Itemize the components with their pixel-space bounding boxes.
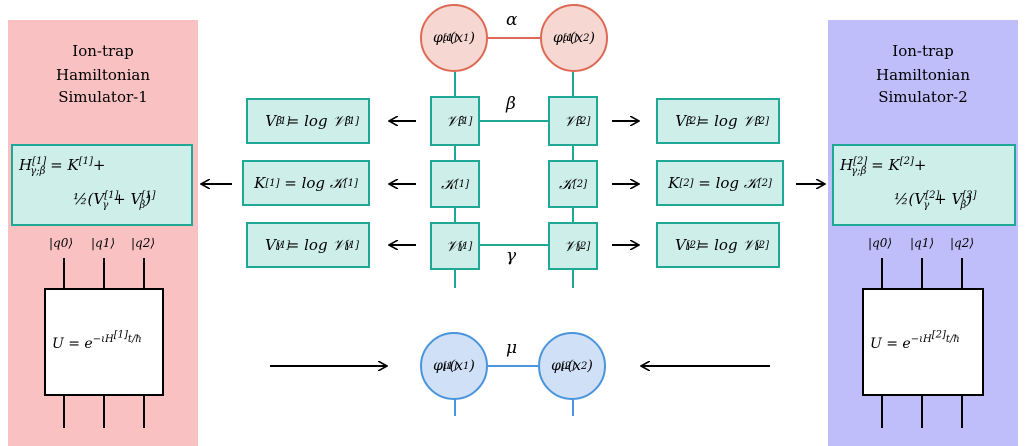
- qubit-label: |q2⟩: [950, 236, 975, 250]
- mu-bond-label: μ: [506, 338, 518, 358]
- tensor-Vgamma-2: 𝒱[2]γ: [548, 222, 598, 270]
- panel-title-line: Ion-trap: [892, 42, 954, 60]
- qubit-label: |q0⟩: [49, 236, 74, 250]
- log-box-Vbeta-2: V[2]β = log 𝒱[2]β: [656, 98, 780, 144]
- tensor-Vbeta-2: 𝒱[2]β: [548, 96, 598, 146]
- unitary-formula-2: U = e−ιH[2]t/ħ: [870, 330, 960, 352]
- gamma-bond-label: γ: [506, 246, 517, 266]
- hamiltonian-1-line1: H[1]γ;β = K[1]+: [19, 156, 106, 177]
- tensor-K-2: 𝒦[2]: [548, 160, 598, 208]
- tensor-Vbeta-1: 𝒱[1]β: [430, 96, 480, 146]
- panel-title-line: Simulator-2: [878, 88, 968, 106]
- unitary-gate-1: U = e−ιH[1]t/ħ: [44, 288, 164, 396]
- hamiltonian-1-line2: ½(V[1]γ + V[1]β): [73, 190, 156, 211]
- hamiltonian-2-line1: H[2]γ;β = K[2]+: [840, 156, 927, 177]
- log-box-K-1: K[1] = log 𝒦[1]: [242, 160, 370, 206]
- beta-bond-label: β: [506, 94, 516, 114]
- qubit-label: |q1⟩: [91, 236, 116, 250]
- tensor-K-1: 𝒦[1]: [430, 160, 480, 208]
- log-box-Vgamma-2: V[2]γ = log 𝒱[2]γ: [656, 222, 780, 268]
- qubit-label: |q2⟩: [131, 236, 156, 250]
- unitary-formula-1: U = e−ιH[1]t/ħ: [52, 330, 142, 352]
- alpha-bond-label: α: [506, 10, 518, 30]
- qubit-label: |q1⟩: [910, 236, 935, 250]
- log-box-Vgamma-1: V[1]γ = log 𝒱[1]γ: [246, 222, 370, 268]
- qubit-label: |q0⟩: [868, 236, 893, 250]
- log-box-Vbeta-1: V[1]β = log 𝒱[1]β: [246, 98, 370, 144]
- hamiltonian-box-2: H[2]γ;β = K[2]+ ½(V[2]γ + V[2]β): [832, 144, 1016, 226]
- panel-title-line: Hamiltonian: [876, 66, 970, 84]
- panel-title-line: Ion-trap: [72, 42, 134, 60]
- panel-title-line: Hamiltonian: [56, 66, 150, 84]
- log-box-K-2: K[2] = log 𝒦[2]: [656, 160, 784, 206]
- hamiltonian-2-line2: ½(V[2]γ + V[2]β): [894, 190, 977, 211]
- panel-title-line: Simulator-1: [58, 88, 148, 106]
- unitary-gate-2: U = e−ιH[2]t/ħ: [862, 288, 984, 396]
- tensor-Vgamma-1: 𝒱[1]γ: [430, 222, 480, 270]
- hamiltonian-box-1: H[1]γ;β = K[1]+ ½(V[1]γ + V[1]β): [11, 144, 193, 226]
